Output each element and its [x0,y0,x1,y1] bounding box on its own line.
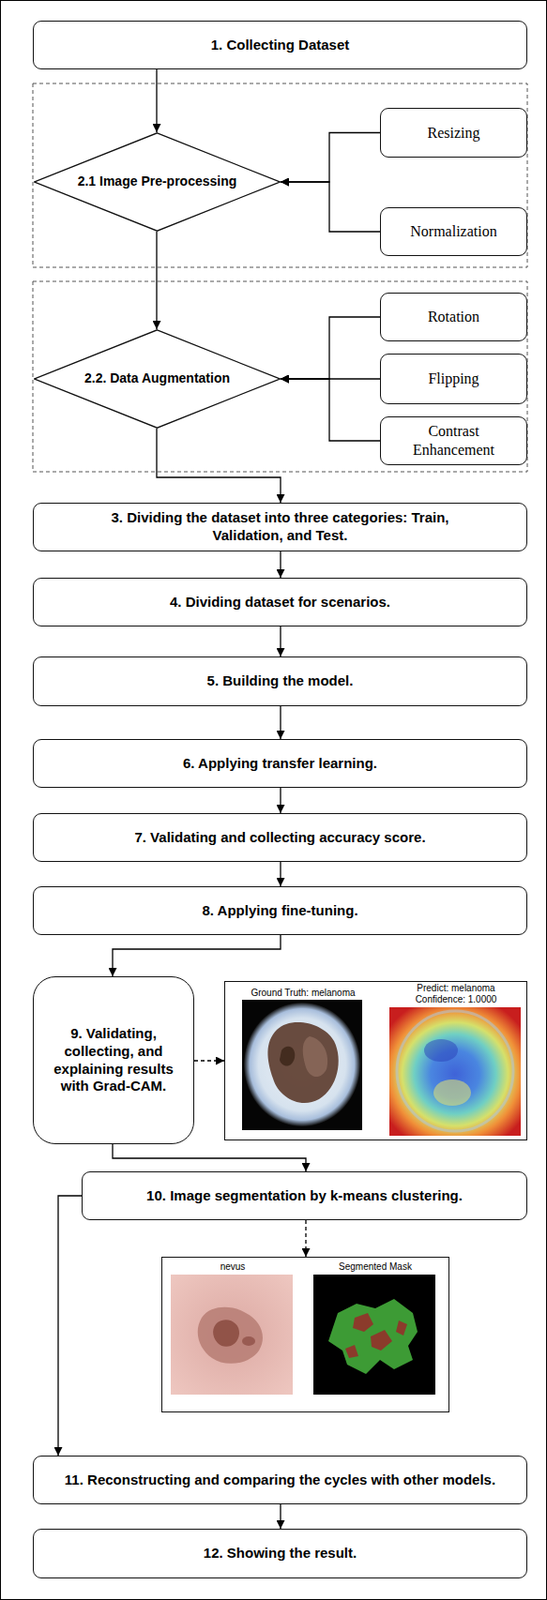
connector-arrow [279,551,281,578]
process-box: 4. Dividing dataset for scenarios. [32,577,528,627]
option-box: Flipping [379,353,528,405]
decision-diamond: 2.2. Data Augmentation [33,329,281,429]
connector-arrow [112,1144,306,1172]
connector-arrow [194,1060,225,1062]
connector-arrow [156,428,281,503]
step-label: Normalization [410,222,497,242]
connector-arrow [112,935,281,977]
step-label: Rotation [427,307,480,327]
diamond-shape [34,133,280,231]
process-box: 6. Applying transfer learning. [32,739,528,789]
connector-arrow [279,706,281,740]
gradcam-heatmap [389,1007,521,1137]
connector-arrow [279,1504,281,1530]
image-panel: nevus Segmented Mask [161,1257,450,1414]
image-caption: Ground Truth: melanoma [239,987,367,1000]
connector-arrow [279,862,281,887]
process-box: 12. Showing the result. [32,1529,528,1580]
connector-arrow [280,182,380,232]
option-box: Contrast Enhancement [379,416,528,466]
connector-arrow [304,1220,306,1258]
process-box: 9. Validating, collecting, and explainin… [32,976,195,1145]
image-caption: Segmented Mask [314,1261,437,1274]
diamond-shape [34,330,280,428]
step-label: 2.1 Image Pre-processing [77,173,238,191]
image-caption: Predict: melanoma Confidence: 1.0000 [407,983,506,1006]
process-box: 7. Validating and collecting accuracy sc… [32,813,528,863]
step-label: 6. Applying transfer learning. [182,755,378,774]
connector-arrow [279,626,281,657]
step-label: 3. Dividing the dataset into three categ… [94,509,466,546]
step-label: 4. Dividing dataset for scenarios. [169,593,391,612]
image-caption: nevus [181,1261,285,1274]
connector-arrow [155,69,157,133]
step-label: 12. Showing the result. [203,1545,357,1564]
step-label: 11. Reconstructing and comparing the cyc… [64,1472,496,1490]
connector-arrow [58,1196,82,1457]
process-box: 1. Collecting Dataset [32,20,528,70]
decision-diamond: 2.1 Image Pre-processing [33,132,281,232]
process-box: 11. Reconstructing and comparing the cyc… [32,1456,528,1505]
step-label: 7. Validating and collecting accuracy sc… [134,829,426,848]
connector-arrow [155,231,157,330]
option-box: Normalization [379,207,528,257]
step-label: 10. Image segmentation by k-means cluste… [146,1187,463,1206]
process-box: 10. Image segmentation by k-means cluste… [81,1171,528,1221]
dashed-group [32,281,528,472]
step-label: Contrast Enhancement [388,422,519,460]
option-box: Resizing [379,107,528,158]
connector-arrow [280,379,380,441]
option-box: Rotation [379,292,528,342]
dermoscopy-image [242,1000,363,1131]
step-label: Flipping [427,369,479,389]
connector-arrow [279,788,281,814]
step-label: Resizing [427,123,481,143]
step-label: 8. Applying fine-tuning. [201,902,358,921]
step-label: 9. Validating, collecting, and explainin… [41,1025,186,1096]
image-panel: Ground Truth: melanoma Predict: melanoma … [224,981,528,1141]
process-box: 3. Dividing the dataset into three categ… [32,502,528,552]
process-box: 8. Applying fine-tuning. [32,886,528,936]
connector-arrow [280,317,380,380]
connector-arrow [280,133,380,183]
dashed-group [32,83,528,268]
step-label: 5. Building the model. [207,672,354,691]
nevus-image [170,1275,293,1396]
process-box: 5. Building the model. [32,656,528,707]
step-label: 2.2. Data Augmentation [84,370,230,388]
segmented-mask-image [313,1275,436,1396]
step-label: 1. Collecting Dataset [211,36,350,55]
